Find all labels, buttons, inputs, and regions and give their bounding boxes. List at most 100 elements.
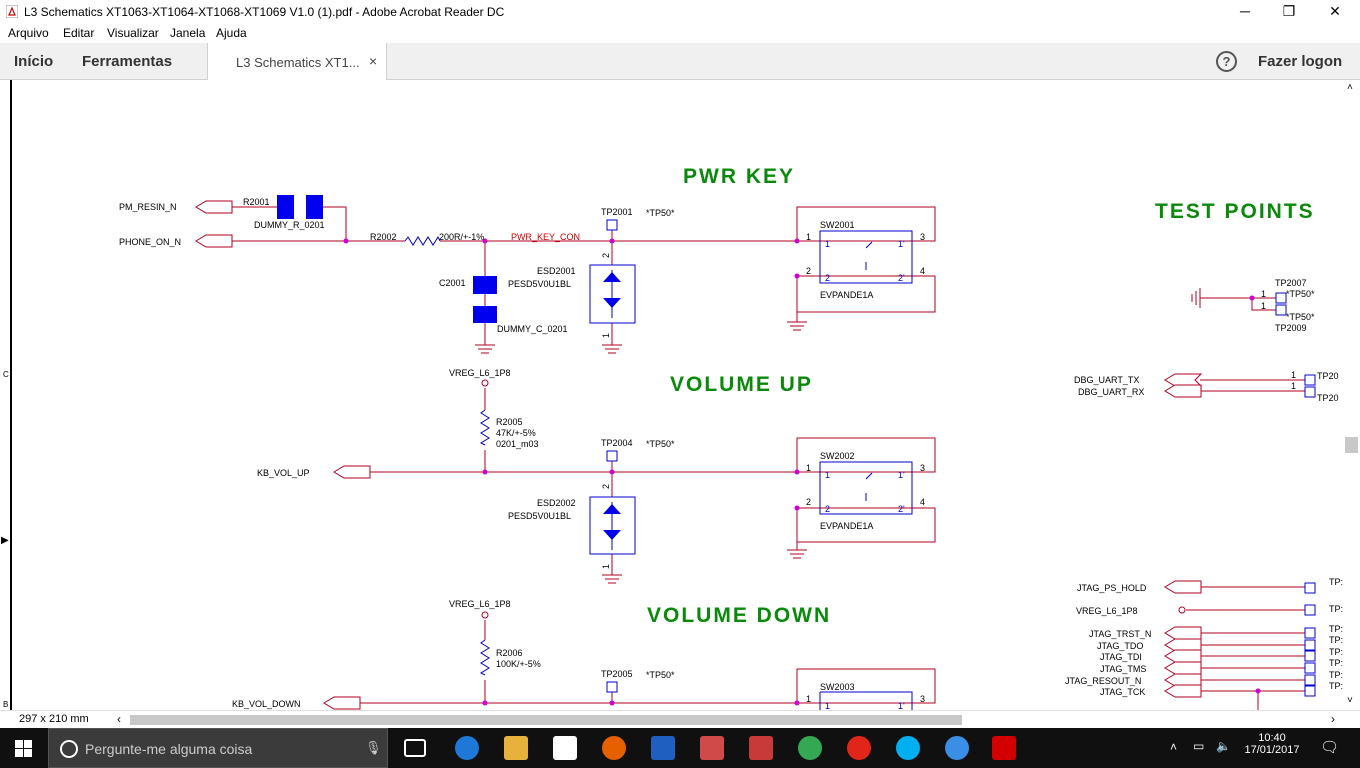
label-tp50-a: *TP50* <box>1286 289 1315 299</box>
vertical-scroll-thumb[interactable] <box>1345 437 1358 453</box>
pin-1-b: 1 <box>806 463 811 473</box>
tab-home[interactable]: Início <box>14 53 54 70</box>
acrobat-taskbar-icon[interactable] <box>992 736 1016 760</box>
net-jtag-tck: JTAG_TCK <box>1100 687 1145 697</box>
firefox-icon[interactable] <box>602 736 626 760</box>
search-box[interactable]: Pergunte-me alguma coisa 🎙 <box>48 728 388 768</box>
net-dbg-uart-tx: DBG_UART_TX <box>1074 375 1139 385</box>
label-esd2002-val: PESD5V0U1BL <box>508 511 571 521</box>
label-esd2001-val: PESD5V0U1BL <box>508 279 571 289</box>
label-r2002: R2002 <box>370 232 397 242</box>
close-tab-icon[interactable]: × <box>369 53 378 69</box>
pin-1-c: 1 <box>806 694 811 704</box>
chevron-up-icon[interactable]: ˄ <box>1170 740 1178 754</box>
pin-4-b: 4 <box>920 497 925 507</box>
app-a-icon[interactable] <box>700 736 724 760</box>
esd1-pin-2: 2 <box>601 253 611 258</box>
menu-janela[interactable]: Janela <box>170 26 206 40</box>
pin-1: 1 <box>806 232 811 242</box>
document-canvas[interactable]: PWR KEY VOLUME UP VOLUME DOWN TEST POINT… <box>12 80 1343 710</box>
store-icon[interactable] <box>553 736 577 760</box>
panel-toggle-icon[interactable]: ▶ <box>1 535 9 546</box>
network-app-icon[interactable] <box>945 736 969 760</box>
security-icon[interactable] <box>651 736 675 760</box>
task-view-icon[interactable] <box>404 739 426 757</box>
net-phone-on: PHONE_ON_N <box>119 237 181 247</box>
label-r2006-v1: 100K/+-5% <box>496 659 541 669</box>
menu-ajuda[interactable]: Ajuda <box>216 26 247 40</box>
menu-arquivo[interactable]: Arquivo <box>8 26 49 40</box>
pin-2-b: 2 <box>806 497 811 507</box>
heading-volume-up: VOLUME UP <box>670 373 813 396</box>
label-esd2001: ESD2001 <box>537 266 576 276</box>
tab-bar: Início Ferramentas L3 Schematics XT1... … <box>0 43 1360 80</box>
tab-tools[interactable]: Ferramentas <box>82 53 173 70</box>
notifications-icon[interactable]: 🗨 <box>1320 739 1340 756</box>
net-jtag-trst: JTAG_TRST_N <box>1089 629 1151 639</box>
scroll-down-icon[interactable]: ˅ <box>1347 695 1353 706</box>
label-tp-short-8: TP: <box>1329 681 1343 691</box>
heading-pwr-key: PWR KEY <box>683 165 795 188</box>
net-kb-vol-up: KB_VOL_UP <box>257 468 310 478</box>
clock-time: 10:40 <box>1258 732 1286 744</box>
chrome-icon[interactable] <box>798 736 822 760</box>
menu-editar[interactable]: Editar <box>63 26 95 40</box>
minimize-button[interactable]: ─ <box>1240 3 1250 19</box>
clock[interactable]: 10:40 17/01/2017 <box>1240 732 1304 756</box>
motorola-icon[interactable] <box>847 736 871 760</box>
scroll-up-icon[interactable]: ˄ <box>1347 82 1353 93</box>
help-icon[interactable]: ? <box>1216 51 1237 72</box>
label-vreg-up: VREG_L6_1P8 <box>449 368 511 378</box>
taskbar: Pergunte-me alguma coisa 🎙 ˄ ▭ 🔈 10:40 1… <box>0 728 1360 768</box>
net-jtag-tms: JTAG_TMS <box>1100 664 1146 674</box>
label-vreg-down: VREG_L6_1P8 <box>449 599 511 609</box>
maximize-button[interactable]: ❐ <box>1282 3 1296 19</box>
login-button[interactable]: Fazer logon <box>1258 53 1343 70</box>
edge-icon[interactable] <box>455 736 479 760</box>
vertical-scrollbar[interactable]: ˄ ˅ <box>1343 80 1360 710</box>
schematic-drawing: PWR KEY VOLUME UP VOLUME DOWN TEST POINT… <box>119 165 1343 710</box>
volume-icon[interactable]: 🔈 <box>1216 739 1231 753</box>
net-pwr-key-con: PWR_KEY_CON <box>511 232 580 242</box>
network-icon[interactable]: ▭ <box>1193 739 1205 753</box>
windows-start-icon[interactable] <box>15 740 32 757</box>
sw3-pin-1: 1 <box>825 701 830 710</box>
label-tp2001-attr: *TP50* <box>646 208 675 218</box>
tab-document[interactable]: L3 Schematics XT1... × <box>207 43 387 80</box>
menu-bar: Arquivo Editar Visualizar Janela Ajuda <box>0 23 1360 43</box>
label-tp-short-7: TP: <box>1329 670 1343 680</box>
microphone-icon[interactable]: 🎙 <box>365 740 382 755</box>
window-title: L3 Schematics XT1063-XT1064-XT1068-XT106… <box>24 5 505 19</box>
sw2-pin-2: 2 <box>825 504 830 514</box>
label-c2001: C2001 <box>439 278 466 288</box>
heading-test-points: TEST POINTS <box>1155 200 1315 223</box>
acrobat-icon <box>6 5 18 18</box>
file-explorer-icon[interactable] <box>504 736 528 760</box>
label-r2005-v2: 0201_m03 <box>496 439 539 449</box>
pin-3: 3 <box>920 232 925 242</box>
tp-pin-1a: 1 <box>1261 289 1266 299</box>
label-r2005: R2005 <box>496 417 523 427</box>
sw-pin-2p: 2' <box>898 273 905 283</box>
label-sw2003: SW2003 <box>820 682 855 692</box>
net-jtag-ps-hold: JTAG_PS_HOLD <box>1077 583 1147 593</box>
sw3-pin-1p: 1' <box>898 701 905 710</box>
label-tp2004-attr: *TP50* <box>646 439 675 449</box>
label-tp2007: TP2007 <box>1275 278 1307 288</box>
close-button[interactable]: ✕ <box>1329 3 1341 19</box>
scroll-left-icon[interactable]: ‹ <box>117 712 121 726</box>
pin-4: 4 <box>920 266 925 276</box>
label-r2006: R2006 <box>496 648 523 658</box>
net-jtag-tdo: JTAG_TDO <box>1097 641 1143 651</box>
pin-3-b: 3 <box>920 463 925 473</box>
scroll-right-icon[interactable]: › <box>1331 712 1335 726</box>
menu-visualizar[interactable]: Visualizar <box>107 26 159 40</box>
label-sw2001-val: EVPANDE1A <box>820 290 873 300</box>
skype-icon[interactable] <box>896 736 920 760</box>
app-b-icon[interactable] <box>749 736 773 760</box>
label-tp20-a: TP20 <box>1317 371 1339 381</box>
ruler-label-c: C <box>3 370 9 379</box>
title-bar: L3 Schematics XT1063-XT1064-XT1068-XT106… <box>0 0 1360 23</box>
horizontal-scroll-thumb[interactable] <box>130 715 962 725</box>
label-tp2001: TP2001 <box>601 207 633 217</box>
